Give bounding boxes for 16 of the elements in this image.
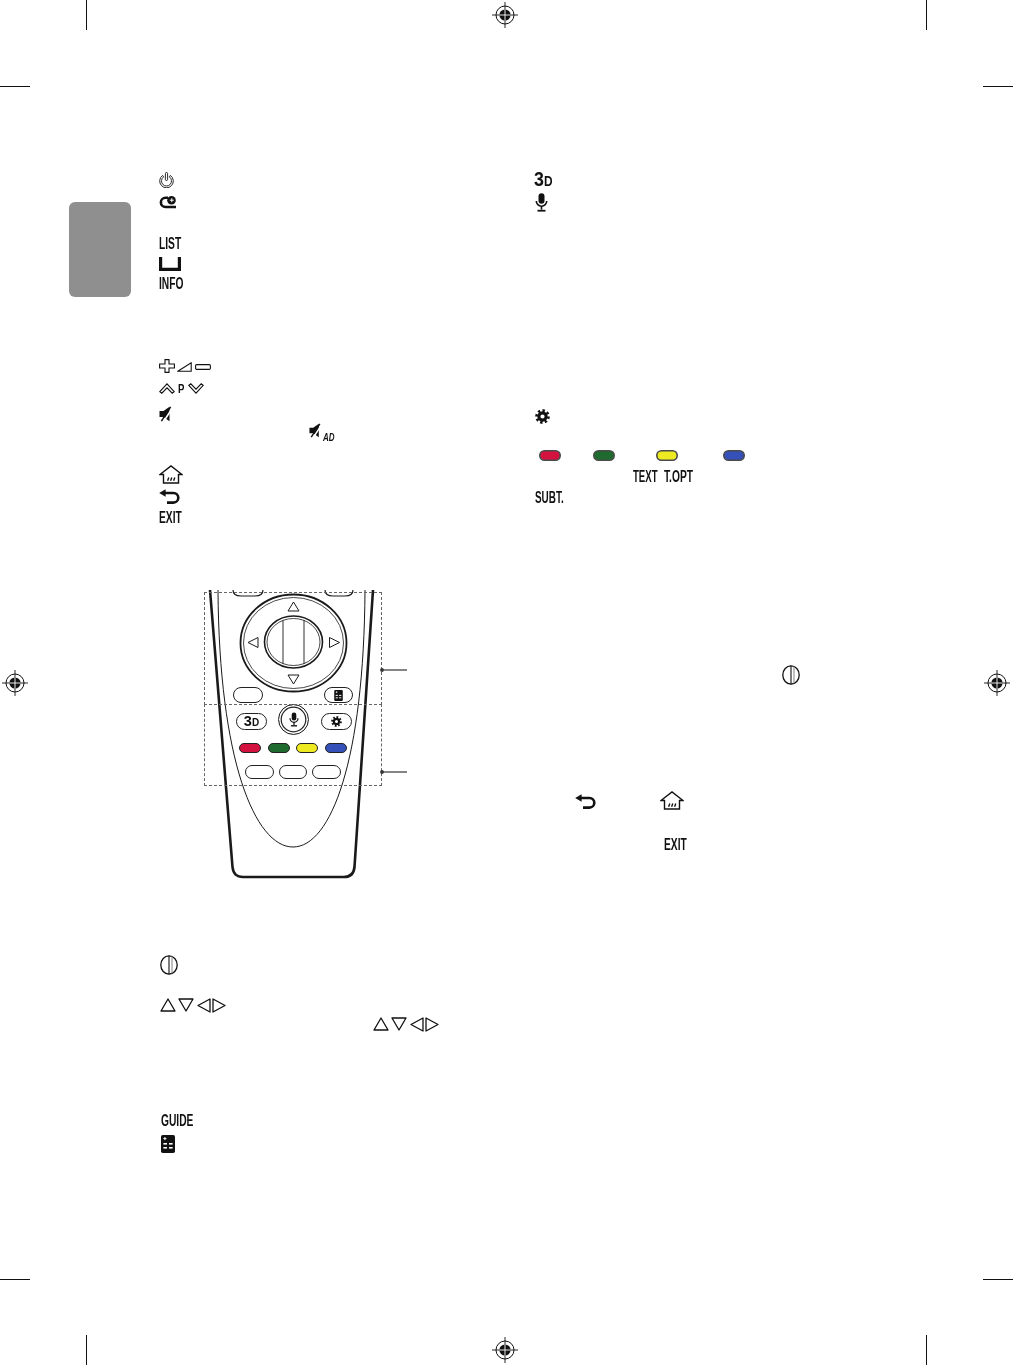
key-label: GUIDE	[161, 1113, 194, 1130]
key-label: P	[177, 383, 184, 396]
key-label: TEXT	[633, 469, 658, 486]
key-label: LIST	[159, 236, 182, 253]
leader-line	[380, 668, 408, 672]
key-label: 3D	[534, 168, 553, 190]
key-label: SUBT.	[535, 490, 564, 507]
key-label: EXIT	[664, 837, 687, 854]
leader-line	[380, 770, 408, 774]
key-label: EXIT	[159, 510, 182, 527]
dashed-region	[204, 592, 382, 705]
3d-button: 3D	[236, 713, 267, 730]
key-label: AD	[323, 433, 335, 444]
key-label: INFO	[159, 276, 184, 293]
language-tab	[69, 202, 131, 297]
key-label: T.OPT	[664, 469, 693, 486]
